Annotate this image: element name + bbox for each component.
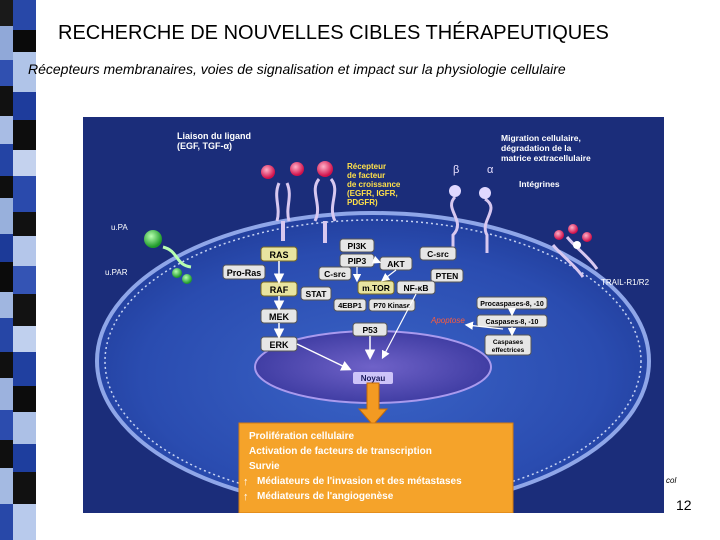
svg-text:Caspases-8, -10: Caspases-8, -10 [486, 319, 539, 326]
alpha-label: α [487, 164, 494, 176]
signaling-diagram: Liaison du ligand (EGF, TGF-α) Récepteur… [83, 117, 664, 513]
node-ras: RAS [260, 246, 298, 262]
node-procaspases: Procaspases-8, -10 [476, 296, 548, 310]
svg-text:Pro-Ras: Pro-Ras [227, 268, 262, 278]
node-csrc-mid: C-src [318, 266, 352, 281]
migration-label-line-2: dégradation de la [501, 143, 572, 153]
up-arrow-icon: ↑ [243, 476, 249, 488]
outcome-invasion: Médiateurs de l'invasion et des métastas… [257, 476, 462, 487]
svg-text:RAS: RAS [269, 250, 288, 260]
slide-subtitle: Récepteurs membranaires, voies de signal… [28, 61, 566, 77]
node-stat: STAT [300, 286, 332, 301]
decorative-stripe [0, 0, 36, 540]
svg-text:PI3K: PI3K [348, 241, 368, 251]
svg-text:P70 Kinase: P70 Kinase [373, 303, 410, 310]
ligand-list-label: (EGF, TGF-α) [177, 141, 232, 151]
svg-text:PIP3: PIP3 [348, 256, 367, 266]
outcome-angiogenesis: Médiateurs de l'angiogenèse [257, 491, 394, 502]
trail-label: TRAIL-R1/R2 [601, 278, 650, 287]
svg-text:4EBP1: 4EBP1 [338, 301, 362, 310]
nucleus-label: Noyau [353, 372, 393, 384]
svg-text:Noyau: Noyau [361, 374, 386, 383]
node-mtor: m.TOR [357, 280, 395, 295]
svg-text:PTEN: PTEN [436, 271, 459, 281]
slide-title: RECHERCHE DE NOUVELLES CIBLES THÉRAPEUTI… [58, 22, 609, 44]
outcome-proliferation: Prolifération cellulaire [249, 431, 354, 442]
page-number: 12 [676, 497, 692, 513]
svg-text:Procaspases-8, -10: Procaspases-8, -10 [480, 301, 544, 308]
upar-receptor [144, 230, 192, 284]
integrins [449, 185, 493, 253]
svg-text:ERK: ERK [269, 340, 289, 350]
svg-text:RAF: RAF [270, 285, 289, 295]
svg-text:C-src: C-src [427, 249, 449, 259]
apoptose-label: Apoptose [430, 316, 465, 325]
svg-text:Caspases: Caspases [493, 339, 524, 346]
node-erk: ERK [260, 336, 298, 352]
growth-factor-receptor [313, 161, 337, 243]
receptor-label-line-5: PDGFR) [347, 198, 378, 207]
node-4ebp1: 4EBP1 [333, 298, 367, 312]
node-akt: AKT [379, 256, 413, 271]
node-pten: PTEN [430, 268, 464, 283]
receptor-label-line-3: de croissance [347, 180, 401, 189]
node-p70-kinase: P70 Kinase [368, 298, 416, 312]
trail-receptor [551, 224, 599, 278]
ligand-receptor [261, 162, 304, 241]
output-arrow [357, 382, 389, 426]
outcome-survival: Survie [249, 461, 280, 472]
node-pip3: PIP3 [339, 253, 375, 268]
ligand-binding-label: Liaison du ligand [177, 131, 251, 141]
migration-label-line-1: Migration cellulaire, [501, 133, 581, 143]
svg-text:C-src: C-src [324, 269, 346, 279]
migration-label-line-3: matrice extracellulaire [501, 153, 591, 163]
node-mek: MEK [260, 308, 298, 324]
node-pi3k: PI3K [339, 238, 375, 253]
receptor-label-line-4: (EGFR, IGFR, [347, 189, 398, 198]
svg-text:MEK: MEK [269, 312, 290, 322]
svg-text:NF-κB: NF-κB [403, 283, 428, 293]
outcomes-box: Prolifération cellulaire Activation de f… [238, 422, 514, 513]
node-pro-ras: Pro-Ras [222, 264, 266, 280]
svg-text:P53: P53 [362, 325, 377, 335]
receptor-label-line-2: de facteur [347, 171, 385, 180]
node-csrc-top: C-src [419, 246, 457, 261]
node-raf: RAF [260, 281, 298, 297]
svg-text:m.TOR: m.TOR [362, 283, 390, 293]
upa-label: u.PA [111, 223, 128, 232]
node-nfkb: NF-κB [396, 280, 436, 295]
node-caspases-effectrices: Caspases effectrices [484, 334, 532, 356]
integrins-label: Intégrines [519, 179, 560, 189]
node-caspases: Caspases-8, -10 [476, 314, 548, 328]
svg-text:AKT: AKT [387, 259, 405, 269]
node-p53: P53 [352, 322, 388, 337]
cropped-caption-fragment: col [666, 476, 677, 485]
receptor-label-line-1: Récepteur [347, 162, 386, 171]
svg-text:effectrices: effectrices [492, 347, 525, 354]
svg-text:STAT: STAT [306, 289, 328, 299]
upar-label: u.PAR [105, 268, 128, 277]
beta-label: β [453, 164, 459, 176]
outcome-transcription: Activation de facteurs de transcription [249, 446, 432, 457]
up-arrow-icon: ↑ [243, 491, 249, 503]
